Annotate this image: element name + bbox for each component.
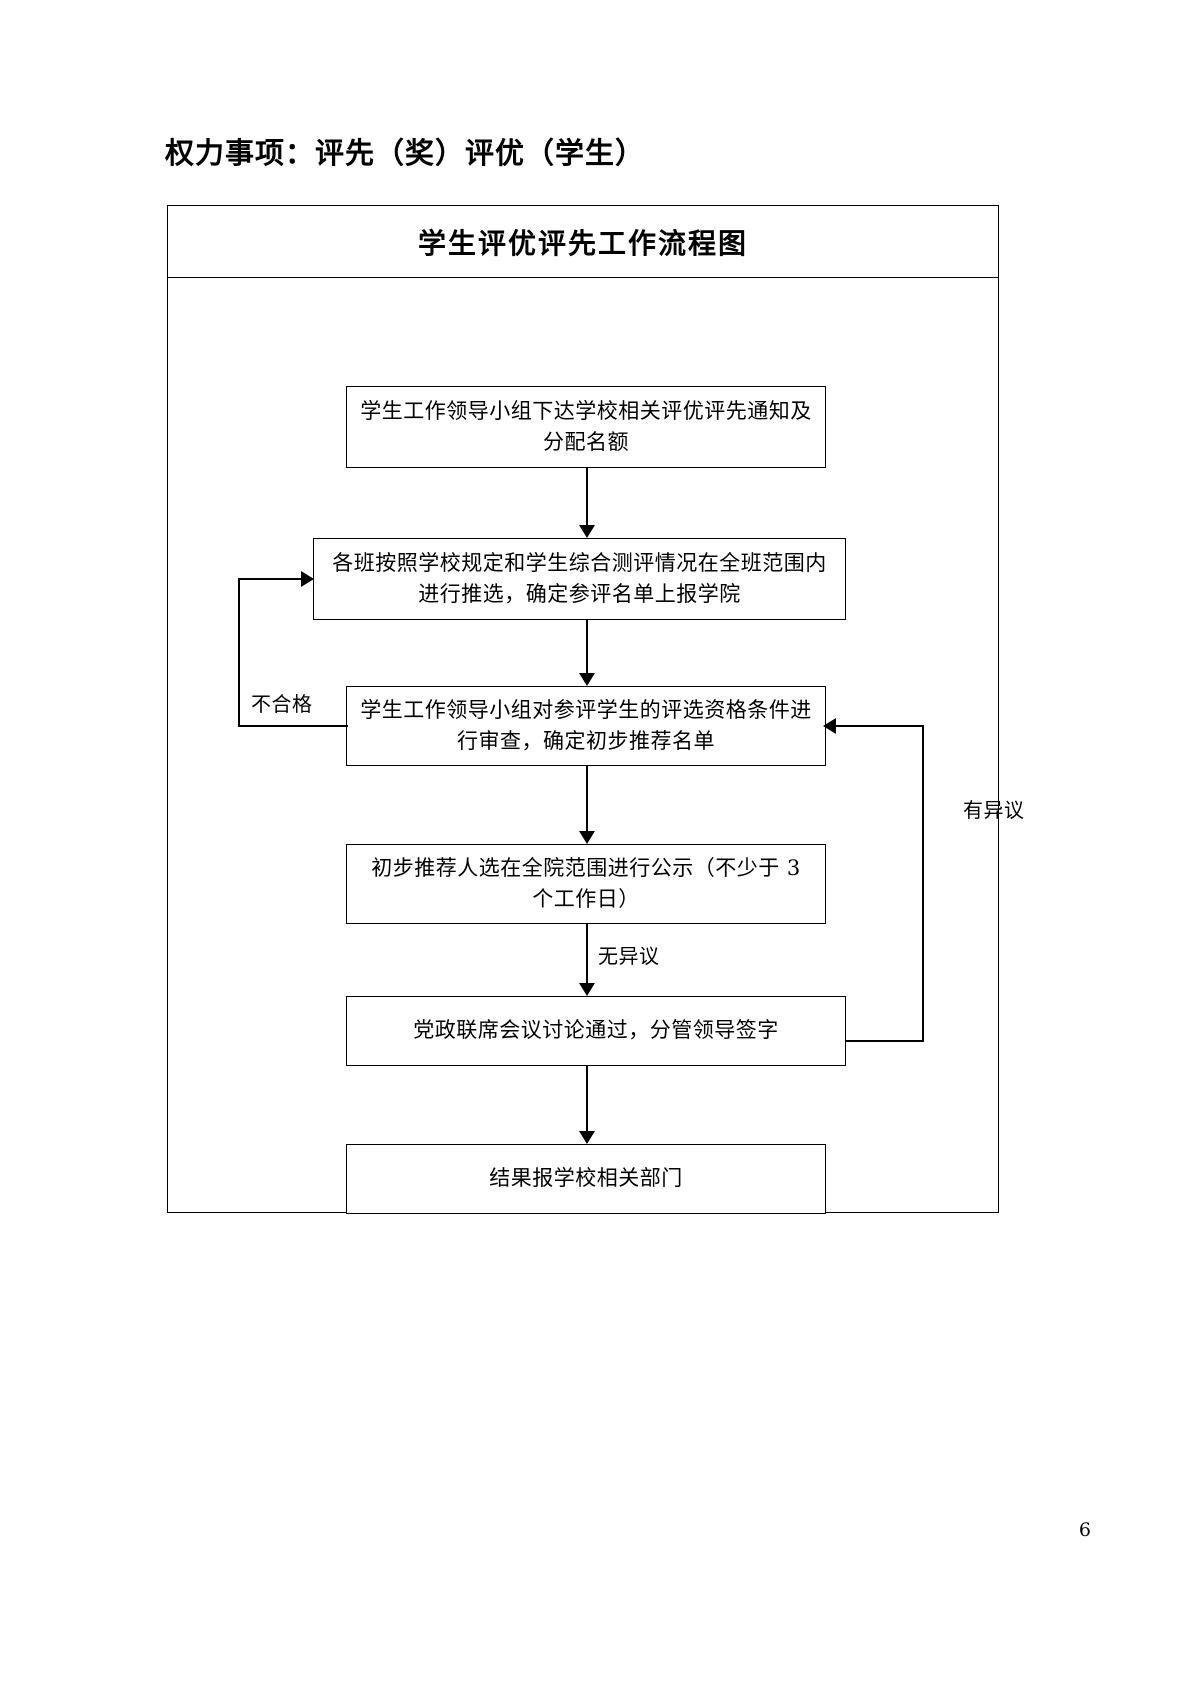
feedback-line-objection-bottom <box>846 1040 924 1042</box>
connector-arrow-1 <box>579 525 595 538</box>
feedback-arrow-objection <box>823 718 836 734</box>
connector-line-2 <box>586 620 588 673</box>
feedback-line-unqualified-bottom <box>238 725 348 727</box>
edge-label-unqualified: 不合格 <box>251 692 313 716</box>
feedback-line-unqualified-vertical <box>238 579 240 727</box>
flow-node-joint-meeting: 党政联席会议讨论通过，分管领导签字 <box>346 996 846 1066</box>
feedback-line-objection-top <box>836 725 924 727</box>
flowchart-canvas: 学生工作领导小组下达学校相关评优评先通知及分配名额 各班按照学校规定和学生综合测… <box>168 278 1024 1214</box>
connector-arrow-3 <box>579 831 595 844</box>
flow-node-text: 初步推荐人选在全院范围进行公示（不少于 3 个工作日） <box>371 855 801 912</box>
connector-line-3 <box>586 766 588 831</box>
flow-node-report-result: 结果报学校相关部门 <box>346 1144 826 1214</box>
edge-label-objection: 有异议 <box>963 798 1025 822</box>
page-number: 6 <box>1078 1519 1091 1541</box>
flow-node-qualification-review: 学生工作领导小组对参评学生的评选资格条件进行审查，确定初步推荐名单 <box>346 686 826 766</box>
flow-node-text: 结果报学校相关部门 <box>489 1166 683 1191</box>
connector-line-1 <box>586 468 588 525</box>
feedback-line-unqualified-top <box>238 578 306 580</box>
connector-arrow-5 <box>579 1131 595 1144</box>
flow-node-class-selection: 各班按照学校规定和学生综合测评情况在全班范围内进行推选，确定参评名单上报学院 <box>313 538 846 620</box>
flowchart-title: 学生评优评先工作流程图 <box>417 226 748 260</box>
flow-node-text: 各班按照学校规定和学生综合测评情况在全班范围内进行推选，确定参评名单上报学院 <box>332 550 827 607</box>
flowchart-title-bar: 学生评优评先工作流程图 <box>168 206 998 278</box>
flow-node-text: 党政联席会议讨论通过，分管领导签字 <box>413 1018 779 1043</box>
flow-node-public-announcement: 初步推荐人选在全院范围进行公示（不少于 3 个工作日） <box>346 844 826 924</box>
flow-node-notification: 学生工作领导小组下达学校相关评优评先通知及分配名额 <box>346 386 826 468</box>
connector-arrow-4 <box>579 983 595 996</box>
flow-node-text: 学生工作领导小组对参评学生的评选资格条件进行审查，确定初步推荐名单 <box>360 697 812 754</box>
edge-label-no-objection: 无异议 <box>598 944 660 968</box>
flow-node-text: 学生工作领导小组下达学校相关评优评先通知及分配名额 <box>360 398 812 455</box>
flowchart-frame: 学生评优评先工作流程图 学生工作领导小组下达学校相关评优评先通知及分配名额 各班… <box>167 205 1024 1214</box>
feedback-line-objection-vertical <box>922 726 924 1042</box>
connector-line-4 <box>586 924 588 983</box>
connector-line-5 <box>586 1066 588 1131</box>
feedback-arrow-unqualified <box>301 571 314 587</box>
connector-arrow-2 <box>579 673 595 686</box>
page-title: 权力事项：评先（奖）评优（学生） <box>165 136 646 170</box>
